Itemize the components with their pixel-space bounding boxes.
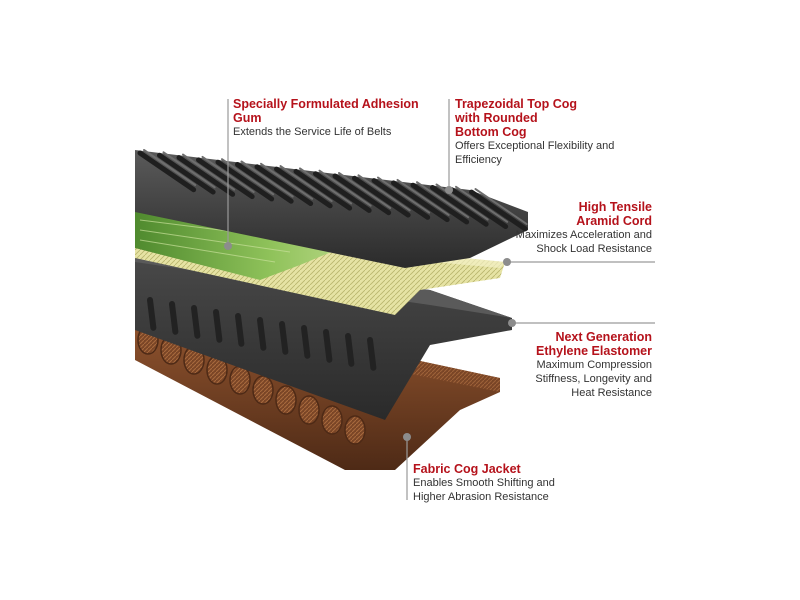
elastomer-cog-notch (213, 309, 223, 343)
top-cog-highlight (474, 188, 528, 226)
leader-dot-cord (503, 258, 511, 266)
top-cog-highlight (182, 153, 236, 191)
leader-dots (224, 186, 516, 441)
top-cog-highlight (260, 162, 314, 200)
elastomer-cog-notch (169, 301, 179, 335)
elastomer-cog-notch (345, 333, 355, 367)
top-cog-highlight (221, 158, 275, 196)
callout-top-cog: Trapezoidal Top Cog with Rounded Bottom … (455, 97, 645, 167)
elastomer-cog-notch (279, 321, 289, 355)
elastomer-cog-notch (323, 329, 333, 363)
callout-title: Specially Formulated Adhesion Gum (233, 97, 419, 125)
top-cog-highlight (162, 151, 216, 189)
top-cog-ridge (449, 187, 509, 230)
top-cog-highlight (377, 176, 431, 214)
callout-aramid-cord: High Tensile Aramid Cord Maximizes Accel… (480, 200, 652, 256)
top-cog-ridge (430, 185, 489, 227)
top-cog-highlight (416, 181, 470, 219)
callout-title: Trapezoidal Top Cog with Rounded Bottom … (455, 97, 577, 139)
leader-dot-elastomer (508, 319, 516, 327)
elastomer-cog-notch (147, 297, 157, 331)
callout-description: Extends the Service Life of Belts (233, 126, 392, 138)
callout-title: Next Generation Ethylene Elastomer (535, 330, 652, 358)
elastomer-cog-notch (235, 313, 245, 347)
top-cog-highlight (240, 160, 294, 198)
callout-description: Maximizes Acceleration and Shock Load Re… (515, 229, 652, 255)
leader-dot-jacket (403, 433, 411, 441)
callout-elastomer: Next Generation Ethylene Elastomer Maxim… (480, 330, 652, 400)
jacket-cog-tooth (252, 375, 274, 405)
jacket-cog-tooth (298, 395, 320, 425)
callout-description: Offers Exceptional Flexibility and Effic… (455, 140, 615, 166)
top-cog-ridge (137, 150, 197, 193)
callout-adhesion-gum: Specially Formulated Adhesion Gum Extend… (233, 97, 433, 139)
top-cog-highlight (455, 185, 509, 223)
callout-description: Enables Smooth Shifting and Higher Abras… (413, 477, 555, 503)
jacket-cog-tooth (321, 405, 343, 435)
top-cog-ridge (371, 178, 431, 220)
top-cog-highlight (318, 169, 372, 207)
top-cog-ridge (391, 180, 450, 223)
callout-title: Fabric Cog Jacket (413, 462, 521, 476)
jacket-cog-tooth (275, 385, 297, 415)
top-cog-highlight (338, 172, 392, 210)
top-cog-ridge (215, 159, 275, 202)
top-cog-ridge (157, 152, 216, 195)
elastomer-cog-notch (191, 305, 201, 339)
top-cog-ridge (176, 155, 236, 197)
elastomer-cog-notch (257, 317, 267, 351)
top-cog-highlight (299, 167, 353, 205)
leader-dot-gum (224, 242, 232, 250)
top-cog-ridge (235, 162, 294, 204)
leader-lines (227, 99, 655, 500)
top-cog-ridge (469, 189, 528, 232)
jacket-cog-tooth (344, 415, 366, 445)
leader-dot-top-cog (445, 186, 453, 194)
elastomer-cog-notch (301, 325, 311, 359)
callout-description: Maximum Compression Stiffness, Longevity… (535, 359, 652, 399)
callout-fabric-jacket: Fabric Cog Jacket Enables Smooth Shiftin… (413, 462, 613, 504)
top-cog-ridge (313, 171, 372, 213)
top-cog-ridge (410, 182, 470, 225)
top-cog-highlight (279, 165, 333, 203)
top-cog-ridge (293, 168, 353, 211)
top-cog-ridge (196, 157, 255, 200)
top-cog-ridge (274, 166, 333, 209)
top-cog-highlight (396, 178, 450, 216)
top-cog-ridge (352, 175, 411, 218)
top-cog-highlight (143, 149, 197, 187)
top-cog-ridge (254, 164, 314, 207)
top-cog-highlight (357, 174, 411, 212)
elastomer-cog-notch (367, 337, 377, 371)
top-cog-ridge (332, 173, 392, 216)
callout-title: High Tensile Aramid Cord (576, 200, 652, 228)
top-cog-layer (135, 149, 528, 268)
